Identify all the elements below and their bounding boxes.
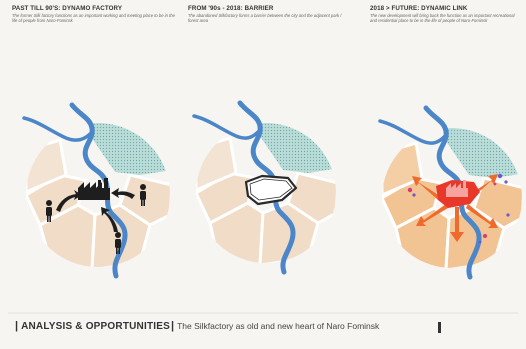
panel-2-map (192, 100, 336, 275)
people-dot-icon (407, 173, 510, 244)
panel-1-title: PAST TILL 90'S: DYNAMO FACTORY (12, 5, 123, 12)
footer-lead-separator: | (15, 320, 19, 332)
panel-2-heading: FROM '90s - 2018: BARRIER The abandoned … (188, 5, 353, 23)
panel-2-title: FROM '90s - 2018: BARRIER (188, 5, 274, 12)
river-branch-1 (22, 116, 92, 142)
person-icon (115, 232, 121, 254)
footer-separator: | (170, 320, 175, 332)
panel-1-subtitle: The former Silk factory functions as an … (12, 13, 175, 24)
footer-caption: |ANALYSIS & OPPORTUNITIES|The Silkfactor… (14, 320, 379, 332)
panel-2-subtitle: The abandoned Silkfactory forms a barrie… (188, 13, 342, 24)
panel-1-heading: PAST TILL 90'S: DYNAMO FACTORY The forme… (12, 5, 177, 23)
panel-3-subtitle: The new development will bring back the … (370, 13, 515, 24)
footer-title: ANALYSIS & OPPORTUNITIES (21, 321, 170, 332)
panel-3-title: 2018 > FUTURE: DYNAMIC LINK (370, 5, 468, 12)
forest-area-2 (256, 123, 336, 173)
barrier-outline (244, 174, 298, 206)
forest-area-1 (88, 123, 170, 175)
panel-1-map (22, 102, 170, 279)
person-icon (140, 184, 146, 206)
footer-text: The Silkfactory as old and new heart of … (177, 321, 380, 331)
forest-area-3 (442, 128, 522, 178)
river-branch-2 (192, 114, 260, 140)
districts-2 (196, 136, 336, 263)
factory-icon (446, 180, 468, 197)
logo-mark (438, 322, 441, 333)
barrier-outline (249, 178, 293, 201)
factory-icon (78, 178, 110, 200)
river-branch-3 (378, 119, 446, 145)
arrow-icon (56, 188, 135, 232)
panel-3-heading: 2018 > FUTURE: DYNAMIC LINK The new deve… (370, 5, 520, 23)
person-icon (46, 200, 52, 222)
panel-3-map (378, 105, 522, 280)
